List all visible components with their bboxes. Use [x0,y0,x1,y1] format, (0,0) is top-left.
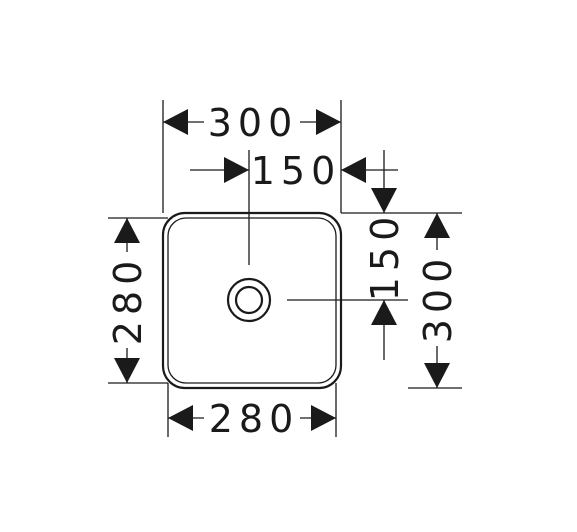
arrowhead-icon [424,363,450,388]
dimension-label: 280 [106,255,150,346]
dimension-label: 280 [209,397,300,441]
dimension-label: 300 [208,101,299,145]
dimension-drain-horizontal-150: 150 [190,149,398,193]
drain-outer-ring [226,277,272,323]
arrowhead-icon [114,358,140,383]
arrowhead-icon [114,218,140,243]
arrowhead-icon [424,213,450,238]
label-background [415,250,459,346]
arrowhead-icon [163,109,188,135]
dimension-label: 150 [363,211,407,302]
arrowhead-icon [341,157,366,183]
dimension-top-300: 300 [162,100,342,213]
label-background [204,100,300,144]
arrowhead-icon [316,109,341,135]
dimension-drain-vertical-150: 150 [363,150,407,360]
arrowhead-icon [168,405,193,431]
dimension-label: 300 [416,253,460,344]
arrowhead-icon [371,300,397,325]
dimension-label: 150 [251,149,342,193]
label-background [204,397,300,441]
drain-inner-ring [234,285,264,315]
dimension-left-280: 280 [105,217,168,384]
dimension-right-300: 300 [341,212,462,389]
label-background [105,252,149,348]
arrowhead-icon [371,188,397,213]
dimension-bottom-280: 280 [167,383,337,441]
arrowhead-icon [311,405,336,431]
arrowhead-icon [224,157,249,183]
